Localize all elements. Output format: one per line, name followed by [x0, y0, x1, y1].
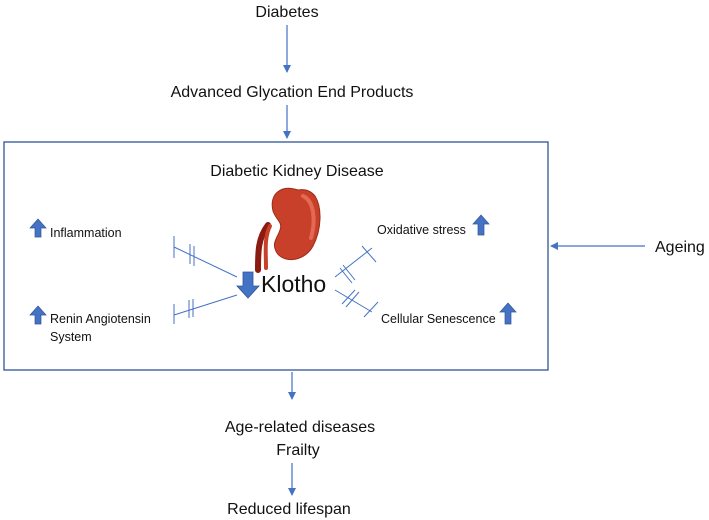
factor-cellular-senescence: Cellular Senescence: [381, 312, 496, 326]
lifespan-label: Reduced lifespan: [227, 501, 351, 518]
factor-ras-line2: System: [50, 330, 92, 344]
klotho-label: Klotho: [261, 271, 326, 297]
up-arrow-icon: [499, 302, 517, 325]
diabetes-label: Diabetes: [255, 4, 318, 21]
inhibition-line-ras: [173, 294, 238, 324]
factor-ras-line1: Renin Angiotensin: [50, 312, 151, 326]
factor-oxidative-stress: Oxidative stress: [377, 223, 466, 237]
inhibition-line-oxidative: [334, 245, 377, 284]
frailty-label: Frailty: [276, 442, 320, 459]
factor-inflammation: Inflammation: [50, 226, 122, 240]
inhibition-line-inflammation: [173, 236, 238, 278]
down-arrow-icon: [236, 271, 260, 299]
ageing-label: Ageing: [655, 239, 705, 256]
age-related-label: Age-related diseases: [225, 419, 375, 436]
dkd-box: [3, 141, 549, 371]
ages-label: Advanced Glycation End Products: [171, 84, 414, 101]
up-arrow-icon: [472, 214, 490, 236]
up-arrow-icon: [29, 218, 47, 238]
dkd-title: Diabetic Kidney Disease: [210, 163, 384, 180]
up-arrow-icon: [29, 305, 47, 325]
kidney-icon: [255, 188, 321, 273]
inhibition-line-senescence: [334, 289, 379, 318]
